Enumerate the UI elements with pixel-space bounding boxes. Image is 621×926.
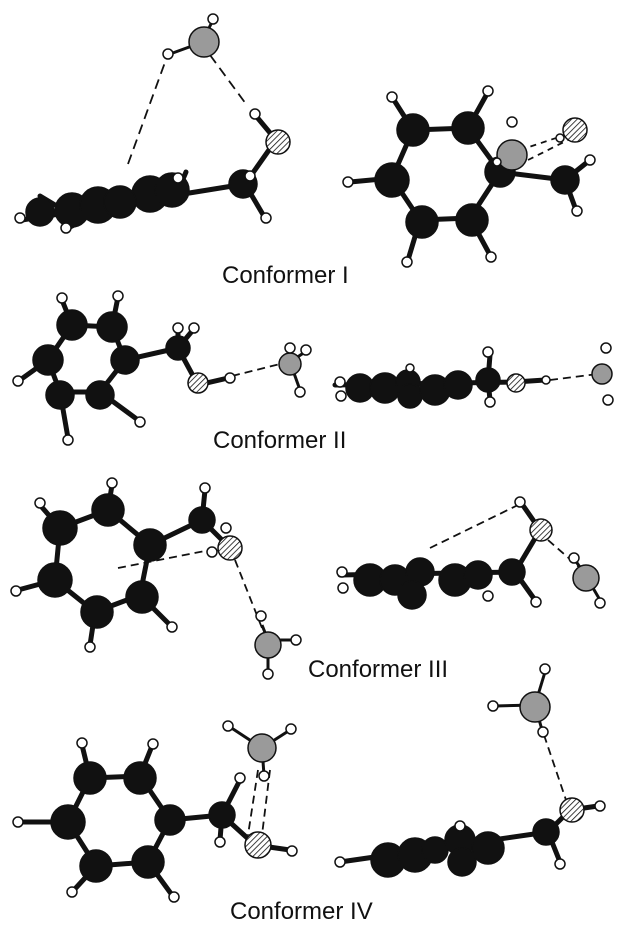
conformer-3-label: Conformer III <box>308 656 449 683</box>
conformer-1-side-view <box>14 13 291 234</box>
conformer-4-top-view <box>12 720 298 903</box>
conformer-2-side-view <box>332 342 614 409</box>
conformer-3-top-view <box>10 477 302 680</box>
conformer-4-side-view <box>334 663 606 878</box>
conformer-1-top-view <box>342 85 596 268</box>
conformer-1-label: Conformer I <box>222 262 349 289</box>
conformer-3-side-view <box>336 496 606 610</box>
conformer-4-label: Conformer IV <box>230 898 373 925</box>
conformer-2-top-view <box>12 290 312 446</box>
conformer-2-label: Conformer II <box>213 427 347 454</box>
